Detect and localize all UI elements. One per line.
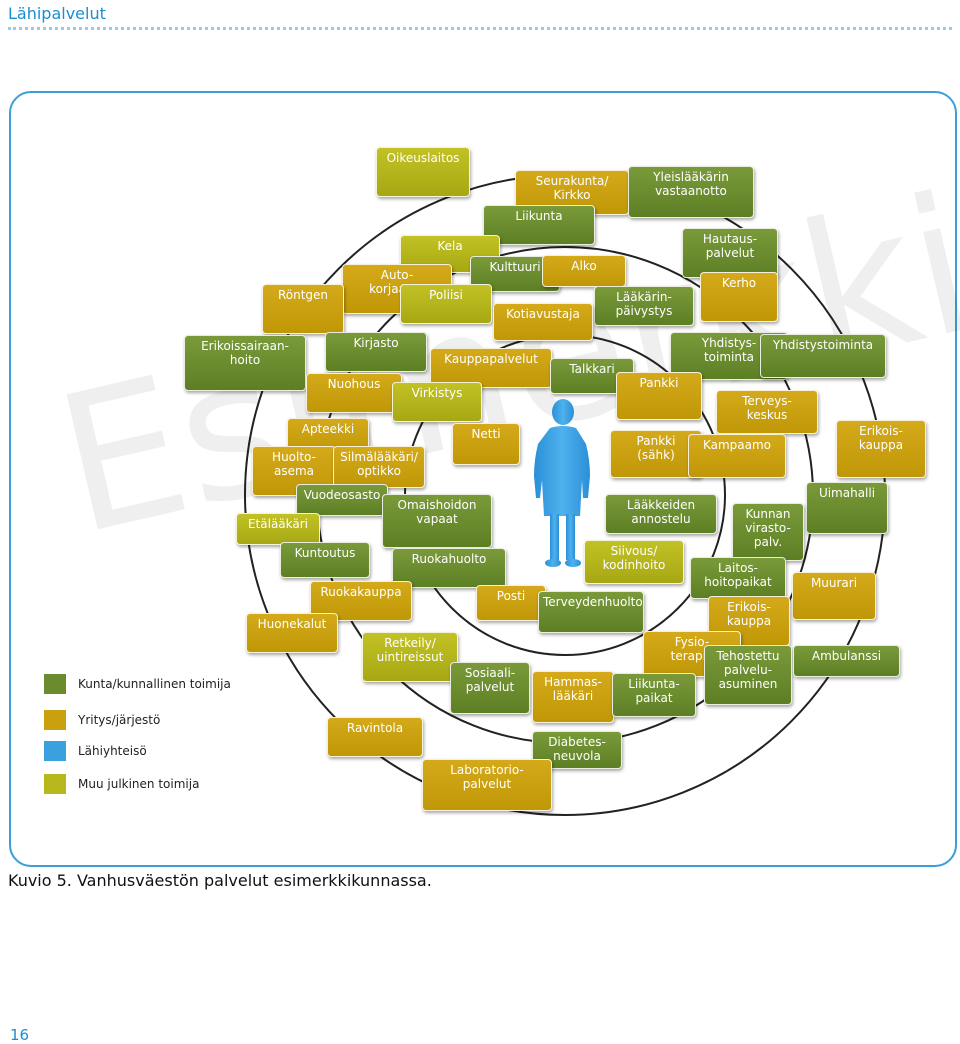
service-ruokahuolto-box: Ruokahuolto — [392, 548, 506, 588]
service-poliisi-box: Poliisi — [400, 284, 492, 324]
service-posti-box: Posti — [476, 585, 546, 621]
service-vuodeosasto-box: Vuodeosasto — [296, 484, 388, 516]
service-erikois-kauppa-box: Erikois- kauppa — [836, 420, 926, 478]
service-liikunta-paikat-box: Liikunta- paikat — [612, 673, 696, 717]
service-kotiavustaja-box: Kotiavustaja — [493, 303, 593, 341]
service-terveydenhuolto-box: Terveydenhuolto — [538, 591, 644, 633]
service-virkistys-box: Virkistys — [392, 382, 482, 422]
header-title: Lähipalvelut — [8, 4, 106, 23]
legend-swatch — [44, 674, 66, 694]
service-nuohous-box: Nuohous — [306, 373, 402, 413]
legend-label: Lähiyhteisö — [78, 744, 147, 758]
service-yhdistystoiminta-box: Yhdistystoiminta — [760, 334, 886, 378]
service-kauppapalvelut-box: Kauppapalvelut — [430, 348, 552, 388]
legend-swatch — [44, 741, 66, 761]
elderly-person-icon — [534, 399, 590, 567]
service-netti-box: Netti — [452, 423, 520, 465]
service-huonekalut-box: Huonekalut — [246, 613, 338, 653]
service-omaishoidon-vapaat-box: Omaishoidon vapaat — [382, 494, 492, 548]
service-hammas-laakari-box: Hammas- lääkäri — [532, 671, 614, 723]
service-kuntoutus-box: Kuntoutus — [280, 542, 370, 578]
service-kampaamo-box: Kampaamo — [688, 434, 786, 478]
service-pankki-box: Pankki — [616, 372, 702, 420]
service-yleislaakarin-vastaanotto-box: Yleislääkärin vastaanotto — [628, 166, 754, 218]
service-kunnan-virasto-palv-box: Kunnan virasto- palv. — [732, 503, 804, 561]
figure-caption: Kuvio 5. Vanhusväestön palvelut esimerkk… — [8, 871, 432, 890]
service-ruokakauppa-box: Ruokakauppa — [310, 581, 412, 621]
legend-swatch — [44, 710, 66, 730]
service-oikeuslaitos-box: Oikeuslaitos — [376, 147, 470, 197]
service-liikunta-box: Liikunta — [483, 205, 595, 245]
service-silmalaakari-optikko-box: Silmälääkäri/ optikko — [333, 446, 425, 488]
service-laakarin-paivystys-box: Lääkärin- päivystys — [594, 286, 694, 326]
service-muurari-box: Muurari — [792, 572, 876, 620]
service-uimahalli-box: Uimahalli — [806, 482, 888, 534]
page-number: 16 — [10, 1026, 30, 1044]
service-kerho-box: Kerho — [700, 272, 778, 322]
service-terveys-keskus-box: Terveys- keskus — [716, 390, 818, 434]
service-kirjasto-box: Kirjasto — [325, 332, 427, 372]
service-laitos-hoitopaikat-box: Laitos- hoitopaikat — [690, 557, 786, 599]
service-alko-box: Alko — [542, 255, 626, 287]
legend-swatch — [44, 774, 66, 794]
service-pankki-sahk-box: Pankki (sähk) — [610, 430, 702, 478]
service-ambulanssi-box: Ambulanssi — [793, 645, 900, 677]
service-etalaakari-box: Etälääkäri — [236, 513, 320, 545]
header-rule — [8, 27, 952, 30]
service-hautaus-palvelut-box: Hautaus- palvelut — [682, 228, 778, 278]
service-ravintola-box: Ravintola — [327, 717, 423, 757]
service-sosiaali-palvelut-box: Sosiaali- palvelut — [450, 662, 530, 714]
service-erikoissairaan-hoito-box: Erikoissairaan- hoito — [184, 335, 306, 391]
legend-label: Yritys/järjestö — [78, 713, 161, 727]
service-retkeily-uintireissut-box: Retkeily/ uintireissut — [362, 632, 458, 682]
service-laakkeiden-annostelu-box: Lääkkeiden annostelu — [605, 494, 717, 534]
person-figure — [528, 398, 598, 574]
legend-label: Muu julkinen toimija — [78, 777, 200, 791]
service-laboratorio-palvelut-box: Laboratorio- palvelut — [422, 759, 552, 811]
service-tehostettu-palvelu-asuminen-box: Tehostettu palvelu- asuminen — [704, 645, 792, 705]
service-siivous-kodinhoito-box: Siivous/ kodinhoito — [584, 540, 684, 584]
legend-label: Kunta/kunnallinen toimija — [78, 677, 231, 691]
service-rontgen-box: Röntgen — [262, 284, 344, 334]
